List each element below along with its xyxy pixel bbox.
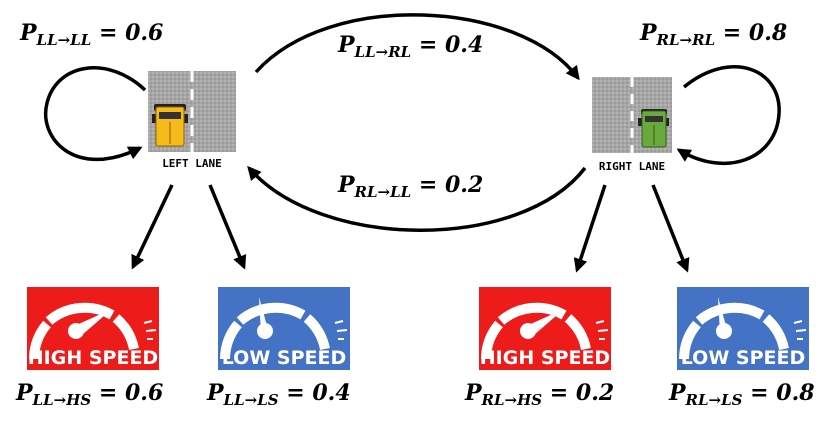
right-high-speed-badge: HIGH SPEED — [479, 287, 611, 370]
left-lane-car-icon — [152, 104, 188, 147]
prob-rl-ll: PRL→LL = 0.2 — [337, 172, 483, 201]
prob-rl-ls: PRL→LS = 0.8 — [668, 380, 815, 409]
low-speed-label: LOW SPEED — [222, 347, 347, 369]
rl-to-ls-arrow — [651, 184, 690, 273]
high-speed-label: HIGH SPEED — [28, 347, 158, 369]
right-low-speed-badge: LOW SPEED — [677, 287, 809, 370]
speedometer-icon — [225, 297, 347, 359]
prob-rl-hs: PRL→HS = 0.2 — [464, 380, 614, 409]
rl-to-hs-arrow — [573, 184, 607, 273]
speedometer-icon — [34, 308, 156, 359]
prob-ll-ll: PLL→LL = 0.6 — [19, 20, 163, 49]
left-high-speed-badge: HIGH SPEED — [27, 287, 159, 370]
prob-ll-hs: PLL→HS = 0.6 — [15, 380, 163, 409]
ll-to-rl-arrow — [254, 13, 580, 81]
speedometer-icon — [486, 308, 608, 359]
left-low-speed-badge: LOW SPEED — [218, 287, 350, 370]
high-speed-label: HIGH SPEED — [480, 347, 610, 369]
ll-to-hs-arrow — [131, 184, 174, 270]
left-lane-label: LEFT LANE — [162, 157, 222, 170]
speedometer-icon — [684, 297, 806, 359]
right-lane-label: RIGHT LANE — [599, 160, 665, 173]
rl-to-ll-arrow — [247, 165, 587, 232]
prob-rl-rl: PRL→RL = 0.8 — [639, 20, 787, 49]
left-lane-image — [148, 71, 236, 152]
right-self-loop-arrow — [676, 65, 781, 166]
left-self-loop-arrow — [43, 66, 147, 162]
low-speed-label: LOW SPEED — [681, 347, 806, 369]
prob-ll-rl: PLL→RL = 0.4 — [337, 32, 483, 61]
right-lane-car-icon — [638, 109, 669, 148]
ll-to-ls-arrow — [208, 184, 247, 270]
right-lane-image — [592, 77, 672, 153]
prob-ll-ls: PLL→LS = 0.4 — [206, 380, 351, 409]
